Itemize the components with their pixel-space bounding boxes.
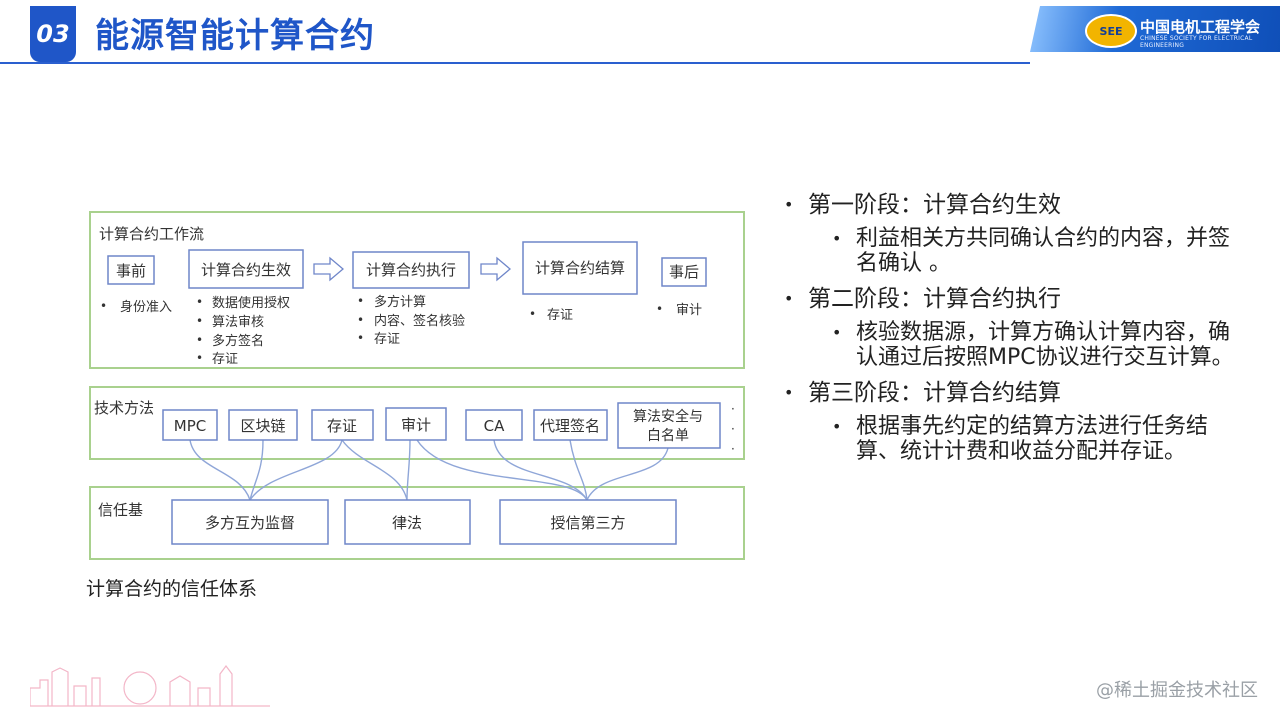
stage-item: 内容、签名核验 — [374, 313, 465, 329]
society-logo-emblem: SEE — [1085, 14, 1137, 48]
tech-box-blockchain — [228, 409, 298, 441]
trust-label-third-party: 授信第三方 — [550, 514, 625, 532]
tech-box-evidence — [311, 409, 374, 441]
connector-evidence-supervision — [249, 439, 343, 501]
connector-blockchain-supervision — [249, 439, 264, 501]
stage-box-settle — [522, 241, 638, 295]
trust-label-law: 律法 — [392, 514, 422, 532]
stage-3-title: 第三阶段：计算合约结算 — [780, 378, 1250, 408]
trust-box-law — [344, 499, 471, 545]
society-name-cn: 中国电机工程学会 — [1140, 18, 1261, 36]
workflow-panel — [89, 211, 745, 369]
stage-box-after — [661, 257, 707, 287]
connector-mpc-supervision — [189, 439, 251, 501]
society-name-en: CHINESE SOCIETY FOR ELECTRICAL ENGINEERI… — [1140, 35, 1253, 49]
stage-title-before: 事前 — [116, 262, 146, 280]
tech-label-mpc: MPC — [174, 417, 206, 435]
bullet-dot: • — [357, 331, 364, 345]
bullet-dot: • — [196, 351, 203, 365]
tech-label-evidence: 存证 — [327, 417, 357, 435]
connector-whitelist-thirdparty — [586, 447, 669, 501]
bullet-dot: • — [196, 314, 203, 328]
stage-item: 多方签名 — [212, 333, 264, 349]
tech-label-ca: CA — [484, 417, 505, 435]
trust-box-third-party — [499, 499, 677, 545]
stage-item: 身份准入 — [120, 299, 172, 315]
connector-audit-thirdparty — [416, 439, 588, 501]
tech-panel — [89, 386, 745, 460]
stage-2-title: 第二阶段：计算合约执行 — [780, 284, 1250, 314]
stage-2-detail: 核验数据源，计算方确认计算内容，确认通过后按照MPC协议进行交互计算。 — [780, 320, 1250, 370]
stage-title-effective: 计算合约生效 — [201, 261, 291, 279]
flow-arrow-2 — [480, 256, 512, 282]
stage-title-after: 事后 — [669, 263, 699, 281]
connector-proxy-thirdparty — [569, 439, 588, 501]
stage-item: 存证 — [547, 308, 573, 323]
bullet-dot: • — [529, 307, 536, 321]
bullet-dot: • — [656, 302, 663, 316]
more-dots-3: · — [731, 442, 735, 456]
tech-label-whitelist-line2: 白名单 — [647, 428, 689, 444]
stage-box-execute — [352, 251, 470, 289]
stage-box-effective — [188, 249, 304, 289]
trust-panel-label: 信任基 — [98, 501, 143, 519]
stage-3-detail: 根据事先约定的结算方法进行任务结算、统计计费和收益分配并存证。 — [780, 414, 1250, 464]
section-number-badge: 03 — [30, 6, 76, 62]
more-dots-2: · — [731, 422, 735, 436]
workflow-panel-label: 计算合约工作流 — [99, 225, 204, 243]
city-skyline-decoration — [30, 665, 270, 707]
stage-item: 多方计算 — [374, 294, 426, 310]
tech-box-whitelist — [617, 402, 721, 449]
diagram-caption: 计算合约的信任体系 — [86, 578, 258, 600]
tech-box-proxy-signature — [533, 409, 608, 441]
stage-item: 算法审核 — [212, 315, 264, 330]
tech-label-proxy-signature: 代理签名 — [540, 417, 600, 435]
connector-evidence-law — [341, 439, 408, 501]
connector-ca-thirdparty — [493, 439, 588, 501]
bullet-dot: • — [357, 313, 364, 327]
tech-box-audit — [385, 407, 447, 441]
stage-item: 数据使用授权 — [212, 295, 290, 311]
watermark: @稀土掘金技术社区 — [1096, 680, 1258, 701]
flow-arrow-1 — [313, 256, 345, 282]
stage-box-before — [107, 255, 155, 285]
stage-bullet-list: 第一阶段：计算合约生效 利益相关方共同确认合约的内容，并签名确认 。 第二阶段：… — [780, 190, 1250, 472]
connector-audit-law — [406, 439, 411, 501]
header-divider — [0, 62, 1030, 64]
connector-lines — [189, 439, 669, 501]
bullet-dot: • — [196, 333, 203, 347]
logo-banner — [1030, 6, 1280, 52]
stage-item: 审计 — [676, 303, 702, 318]
stage-title-settle: 计算合约结算 — [535, 259, 625, 277]
stage-1-title: 第一阶段：计算合约生效 — [780, 190, 1250, 220]
stage-item: 存证 — [374, 332, 400, 347]
bullet-dot: • — [357, 294, 364, 308]
tech-box-ca — [465, 409, 523, 441]
trust-label-supervision: 多方互为监督 — [205, 514, 295, 532]
bullet-dot: • — [100, 299, 107, 313]
stage-item: 存证 — [212, 352, 238, 367]
tech-label-whitelist: 算法安全与 — [633, 408, 703, 425]
page-title: 能源智能计算合约 — [95, 16, 375, 56]
trust-panel — [89, 486, 745, 560]
stage-1-detail: 利益相关方共同确认合约的内容，并签名确认 。 — [780, 226, 1250, 276]
tech-panel-label: 技术方法 — [94, 399, 154, 417]
tech-label-audit: 审计 — [401, 416, 431, 434]
tech-box-mpc — [162, 409, 218, 441]
bullet-dot: • — [196, 295, 203, 309]
trust-box-supervision — [171, 499, 329, 545]
stage-title-execute: 计算合约执行 — [366, 261, 456, 279]
tech-label-blockchain: 区块链 — [240, 417, 285, 435]
more-dots-1: · — [731, 402, 735, 416]
